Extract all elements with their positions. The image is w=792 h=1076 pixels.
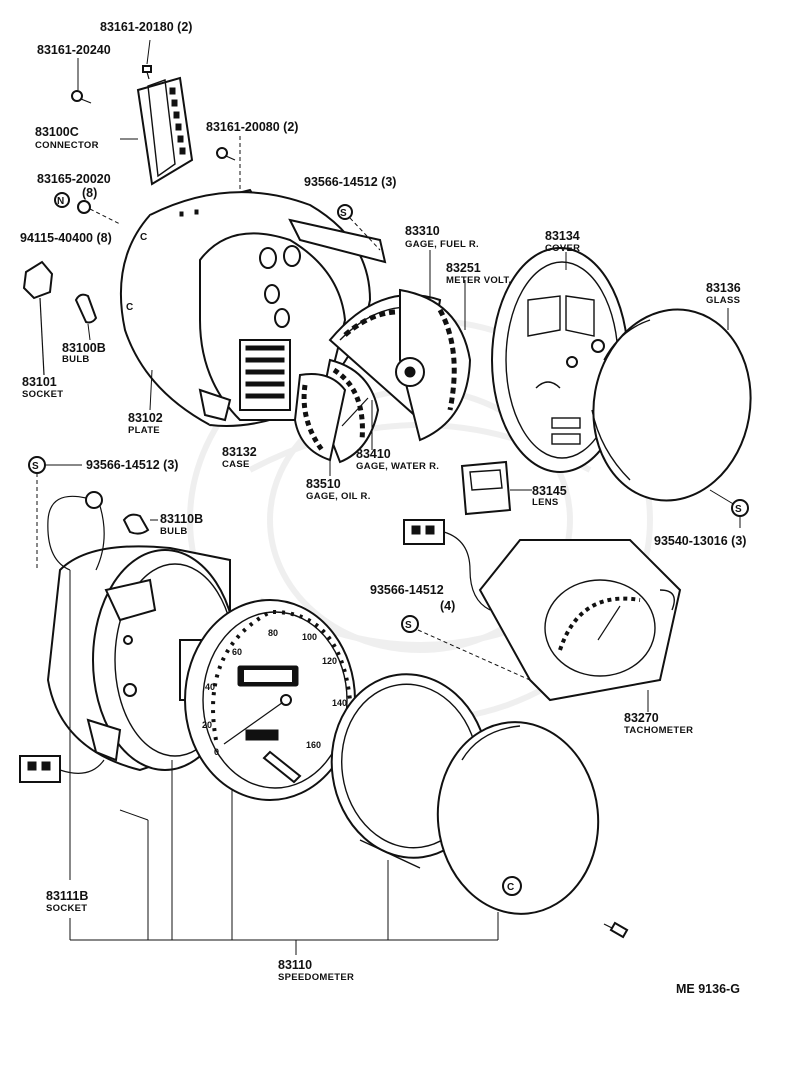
dial-num-40: 40 [205,682,215,692]
label-83134-name: COVER [545,243,580,254]
label-83110-name: SPEEDOMETER [278,972,354,983]
symbol-s-right: S [735,504,742,515]
dial-num-160: 160 [306,740,321,750]
symbol-c-plate-2: C [126,302,133,313]
label-83410-name: GAGE, WATER R. [356,461,439,472]
leader-lines [69,570,499,955]
label-83161-20240: 83161-20240 [37,43,111,57]
label-93566-right-number: 93566-14512 [370,583,444,597]
diagram-code: ME 9136-G [676,982,740,996]
tachometer-83270 [478,539,682,712]
label-83251-name: METER VOLT. [446,275,511,286]
speedometer-dial: 0 20 40 60 80 100 120 140 160 [184,599,356,801]
speedo-connector [19,755,105,783]
screw-83161-20180 [142,39,152,80]
label-83310-number: 83310 [405,224,440,238]
label-83102-number: 83102 [128,411,163,425]
lens-83145 [460,460,532,516]
label-83100b-name: BULB [62,354,90,365]
socket-83101 [22,260,54,376]
label-83111b-number: 83111B [46,889,88,903]
symbol-s-top: S [340,208,347,219]
symbol-s-mid: S [405,620,412,631]
symbol-s-left: S [32,461,39,472]
washer-s-mid: S [401,615,531,681]
screw-83161-20080 [216,136,241,190]
label-83270-name: TACHOMETER [624,725,693,736]
label-83410-number: 83410 [356,447,391,461]
label-83132-name: CASE [222,459,250,470]
label-83270-number: 83270 [624,711,659,725]
symbol-c-glass: C [507,882,514,893]
speedometer-glass: C [436,721,600,915]
screw-bottom-right [603,921,629,939]
labels: 83161-20180 (2) 83161-20240 83100C CONNE… [20,20,746,996]
washer-s-top: S [337,204,381,251]
label-83101-number: 83101 [22,375,57,389]
label-83165-20020-qty: (8) [82,186,97,200]
label-83161-20180: 83161-20180 (2) [100,20,192,34]
label-83100c-number: 83100C [35,125,79,139]
label-83110-number: 83110 [278,958,312,972]
dial-num-20: 20 [202,720,212,730]
label-83102-name: PLATE [128,425,160,436]
glass-83136 [591,308,752,506]
symbol-n: N [57,196,64,207]
dial-num-100: 100 [302,632,317,642]
dial-num-0: 0 [214,747,219,757]
label-83510-name: GAGE, OIL R. [306,491,371,502]
label-83510-number: 83510 [306,477,341,491]
label-83145-number: 83145 [532,484,567,498]
label-83110b-number: 83110B [160,512,203,526]
label-83161-20080: 83161-20080 (2) [206,120,298,134]
label-83101-name: SOCKET [22,389,63,400]
label-94115-40400: 94115-40400 (8) [20,231,112,245]
dial-num-80: 80 [268,628,278,638]
washer-s-left: S [28,456,82,570]
speedo-socket-wire [47,491,105,571]
label-83111b-name: SOCKET [46,903,87,914]
meter-volt-83251 [395,280,472,442]
label-93566-right-qty: (4) [440,599,455,613]
washer-s-right: S [731,499,749,528]
bulb-83110b [122,513,158,535]
label-83110b-name: BULB [160,526,188,537]
label-93540: 93540-13016 (3) [654,534,746,548]
connector-83100c [120,76,194,186]
screw-83161-20240 [71,58,92,104]
dial-num-60: 60 [232,647,242,657]
label-83310-name: GAGE, FUEL R. [405,239,479,250]
tach-connector [403,519,491,611]
symbol-c-plate-1: C [140,232,147,243]
label-83100c-name: CONNECTOR [35,140,99,151]
label-83132-number: 83132 [222,445,257,459]
gage-oil-83510 [293,373,347,476]
label-93566-top: 93566-14512 (3) [304,175,396,189]
bulb-83100b [74,293,98,341]
label-83134-number: 83134 [545,229,580,243]
label-83145-name: LENS [532,497,559,508]
label-93566-left: 93566-14512 (3) [86,458,178,472]
label-83136-number: 83136 [706,281,741,295]
label-83136-name: GLASS [706,295,740,306]
washer-nut-group: N [54,192,121,225]
label-83251-number: 83251 [446,261,481,275]
label-83100b-number: 83100B [62,341,106,355]
label-83165-20020-number: 83165-20020 [37,172,111,186]
dial-num-140: 140 [332,698,347,708]
dial-num-120: 120 [322,656,337,666]
